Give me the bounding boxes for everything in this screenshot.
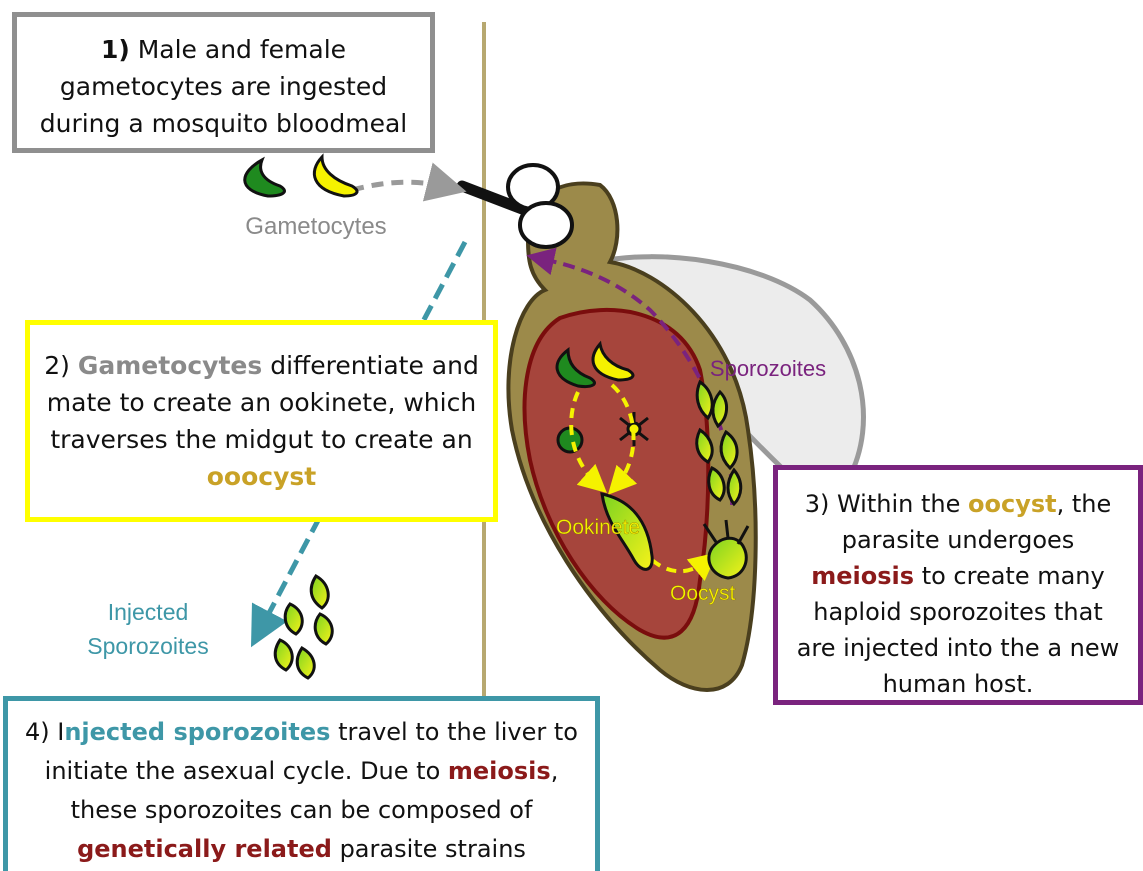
step4-box: 4) Injected sporozoites travel to the li… bbox=[3, 696, 600, 871]
label-injected: Injected bbox=[108, 599, 189, 625]
step2-line3: traverses the midgut to create an bbox=[30, 421, 493, 458]
step2-number: 2) bbox=[44, 351, 70, 380]
step1-line3: during a mosquito bloodmeal bbox=[17, 105, 430, 142]
label-sporozoites: Sporozoites bbox=[710, 356, 826, 381]
step1-line1: 1) Male and female bbox=[17, 31, 430, 68]
step2-keyword-ooocyst: ooocyst bbox=[207, 462, 316, 491]
oocyst bbox=[709, 538, 746, 578]
step4-text3: , bbox=[551, 757, 559, 785]
step4-keyword-related: genetically related bbox=[77, 835, 332, 863]
label-injected-sporozoites: Sporozoites bbox=[87, 633, 208, 659]
step1-box: 1) Male and female gametocytes are inges… bbox=[12, 12, 435, 153]
step4-text1: travel to the liver to bbox=[338, 718, 578, 746]
injected-sporozoite-cluster bbox=[275, 576, 332, 678]
step3-line3: meiosis to create many bbox=[778, 558, 1138, 594]
step2-line4: ooocyst bbox=[30, 458, 493, 495]
step3-line2: parasite undergoes bbox=[778, 522, 1138, 558]
label-ookinete: Ookinete bbox=[556, 516, 640, 539]
bloodmeal-arrow bbox=[352, 182, 452, 190]
step2-line1: 2) Gametocytes differentiate and bbox=[30, 347, 493, 384]
step3-lead: 3) Within the bbox=[805, 490, 961, 518]
step4-keyword-injected: njected sporozoites bbox=[64, 718, 330, 746]
step4-line4: genetically related parasite strains bbox=[8, 830, 595, 869]
step3-line5: are injected into the a new bbox=[778, 630, 1138, 666]
step3-line1: 3) Within the oocyst, the bbox=[778, 486, 1138, 522]
step4-line1: 4) Injected sporozoites travel to the li… bbox=[8, 713, 595, 752]
step1-line2: gametocytes are ingested bbox=[17, 68, 430, 105]
step2-keyword-gametocytes: Gametocytes bbox=[78, 351, 262, 380]
label-gametocytes: Gametocytes bbox=[245, 213, 386, 240]
step3-line6: human host. bbox=[778, 666, 1138, 702]
female-gametocyte bbox=[314, 157, 357, 196]
step1-number: 1) bbox=[101, 35, 130, 64]
mosquito-eye-lower bbox=[520, 203, 572, 247]
step3-box: 3) Within the oocyst, the parasite under… bbox=[773, 465, 1143, 705]
step3-keyword-meiosis: meiosis bbox=[811, 562, 914, 590]
step4-line3: these sporozoites can be composed of bbox=[8, 791, 595, 830]
step3-text1: , the bbox=[1057, 490, 1112, 518]
step3-keyword-oocyst: oocyst bbox=[968, 490, 1057, 518]
step3-line4: haploid sporozoites that bbox=[778, 594, 1138, 630]
step4-keyword-meiosis: meiosis bbox=[448, 757, 551, 785]
step4-text2: initiate the asexual cycle. Due to bbox=[45, 757, 441, 785]
step2-line2: mate to create an ookinete, which bbox=[30, 384, 493, 421]
step4-text5: parasite strains bbox=[340, 835, 526, 863]
step2-text1: differentiate and bbox=[270, 351, 479, 380]
step1-text1: Male and female bbox=[138, 35, 346, 64]
step2-box: 2) Gametocytes differentiate and mate to… bbox=[25, 320, 498, 522]
step3-text3: to create many bbox=[922, 562, 1105, 590]
step4-number: 4) I bbox=[25, 718, 64, 746]
label-oocyst: Oocyst bbox=[670, 582, 736, 605]
male-gametocyte bbox=[245, 160, 285, 196]
step4-line2: initiate the asexual cycle. Due to meios… bbox=[8, 752, 595, 791]
